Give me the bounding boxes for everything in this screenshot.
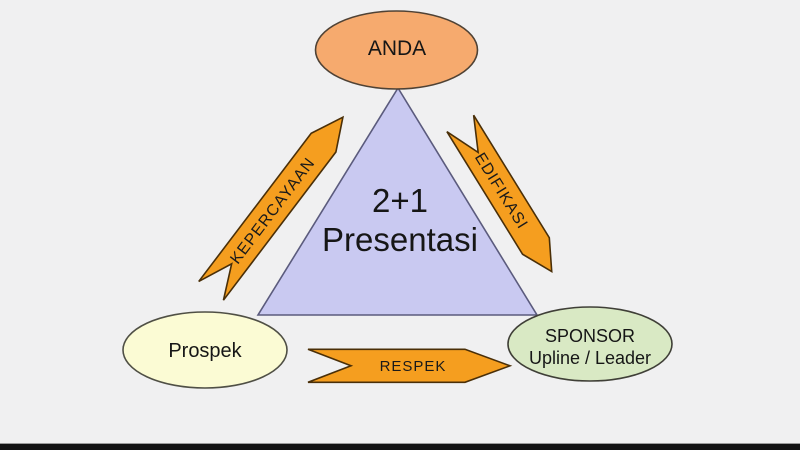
prospek-node-label: Prospek bbox=[168, 340, 242, 362]
edifikasi-arrow-shape bbox=[446, 114, 553, 273]
respek-arrow-shape bbox=[307, 348, 513, 384]
respek-arrow-group: RESPEK bbox=[307, 348, 513, 384]
prospek-node-ellipse bbox=[122, 311, 288, 389]
center-triangle-shape bbox=[256, 86, 539, 316]
sponsor-node-label-line2: Upline / Leader bbox=[529, 348, 651, 368]
sponsor-node-ellipse bbox=[507, 306, 673, 382]
anda-node-label: ANDA bbox=[368, 37, 426, 60]
anda-node-ellipse bbox=[314, 10, 479, 90]
sponsor-node-label-line1: SPONSOR bbox=[545, 326, 635, 346]
triangle-title-line2: Presentasi bbox=[322, 221, 478, 258]
triangle-title-line1: 2+1 bbox=[372, 182, 428, 219]
kepercayaan-arrow-shape bbox=[198, 115, 345, 301]
bottom-bar-edge bbox=[0, 443, 800, 444]
respek-arrow-label: RESPEK bbox=[380, 358, 447, 375]
bottom-letterbox-bar bbox=[0, 444, 800, 450]
